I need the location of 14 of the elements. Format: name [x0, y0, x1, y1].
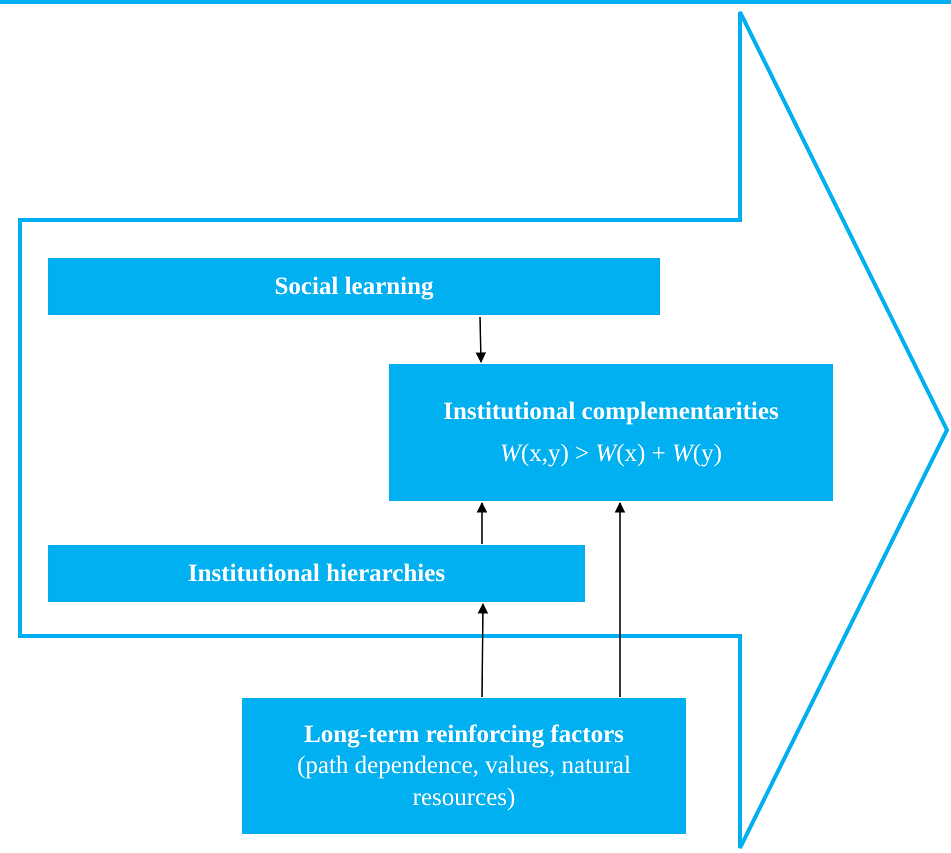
box-heading: Long-term reinforcing factors	[304, 720, 624, 750]
arrow	[476, 316, 486, 364]
arrow	[476, 502, 488, 544]
box-heading: Institutional hierarchies	[188, 558, 446, 589]
box-heading: Social learning	[274, 272, 434, 302]
box-text: W(x,y) > W(x) + W(y)	[500, 438, 722, 468]
box-text: (path dependence, values, natural resources)	[296, 751, 632, 813]
process-box	[389, 364, 833, 501]
arrow	[614, 502, 626, 697]
box-heading: Institutional complementarities	[443, 397, 779, 428]
arrow	[478, 602, 488, 697]
process-box	[48, 545, 585, 602]
process-box	[48, 258, 660, 315]
process-box	[242, 698, 686, 834]
